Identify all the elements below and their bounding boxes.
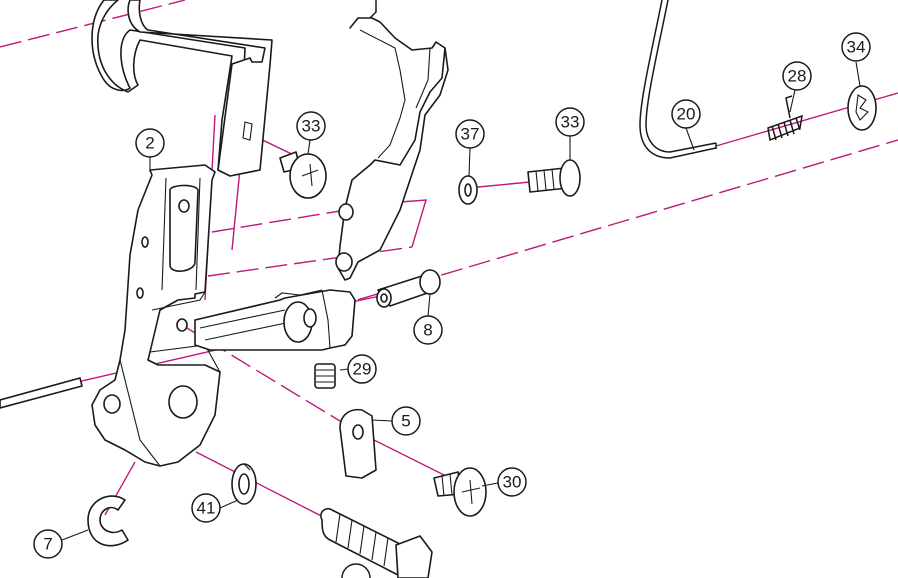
callout-2-label: 2 (145, 134, 154, 153)
callout-28-label: 28 (788, 67, 807, 86)
callout-33-right-label: 33 (561, 113, 580, 132)
callout-7: 7 (33, 529, 63, 559)
callout-30-label: 30 (503, 473, 522, 492)
washer-37-part (458, 175, 478, 205)
set-screw-29-part (314, 363, 336, 389)
callout-partial-bottom (341, 563, 371, 578)
callout-8: 8 (413, 315, 443, 345)
callout-30: 30 (497, 467, 527, 497)
callout-20: 20 (671, 99, 701, 129)
leader-34 (855, 61, 861, 87)
leader-33a (307, 139, 311, 155)
c-ring-7-part (87, 495, 129, 547)
plate-5-part (339, 408, 377, 479)
callout-37-label: 37 (461, 125, 480, 144)
leader-5 (371, 419, 393, 422)
callout-7-label: 7 (43, 535, 52, 554)
callout-8-label: 8 (423, 321, 432, 340)
callout-33-left-label: 33 (302, 117, 321, 136)
callout-41: 41 (191, 493, 221, 523)
leader-41 (219, 499, 239, 509)
lock-washer-41-part (231, 463, 257, 505)
callout-leaders (61, 61, 861, 541)
leader-7 (61, 529, 89, 541)
callout-41-label: 41 (197, 499, 216, 518)
callout-5-label: 5 (401, 412, 410, 431)
mounting-plate (335, 0, 449, 281)
leader-29 (339, 368, 349, 371)
callout-2: 2 (135, 128, 165, 158)
guide-line-pin (351, 295, 381, 303)
pin-8-part (376, 269, 441, 308)
callout-37: 37 (455, 119, 485, 149)
guide-line-lock-washer (195, 451, 336, 524)
callout-34-label: 34 (847, 38, 866, 57)
callout-29-label: 29 (353, 360, 372, 379)
shaft-rod (0, 377, 83, 409)
slide-block (194, 289, 356, 351)
screw-33-left (279, 151, 327, 199)
wire-arm-part (639, 0, 717, 159)
leader-37 (468, 147, 471, 177)
callout-34: 34 (841, 32, 871, 62)
leader-30 (481, 482, 499, 487)
callout-5: 5 (391, 406, 421, 436)
screw-30-part (433, 467, 487, 517)
guide-line-bracket (399, 199, 427, 248)
guide-line-washer (467, 181, 531, 189)
callout-20-label: 20 (677, 105, 696, 124)
callout-29: 29 (347, 354, 377, 384)
callout-28: 28 (782, 61, 812, 91)
leader-20 (685, 127, 695, 151)
torsion-spring-part (767, 95, 803, 142)
star-washer-part (847, 85, 877, 131)
large-screw-part (320, 507, 433, 578)
thread-guide-hook (91, 0, 273, 177)
leader-8 (427, 293, 431, 317)
leader-28 (789, 89, 796, 113)
guide-line-top-left (0, 0, 186, 48)
shoulder-screw-33-part (527, 159, 581, 197)
guide-line-upper-hole (211, 210, 341, 233)
guide-line-lower-hole (207, 246, 413, 277)
main-bracket-part (91, 164, 221, 467)
callout-33-left: 33 (296, 111, 326, 141)
callout-33-right: 33 (555, 107, 585, 137)
